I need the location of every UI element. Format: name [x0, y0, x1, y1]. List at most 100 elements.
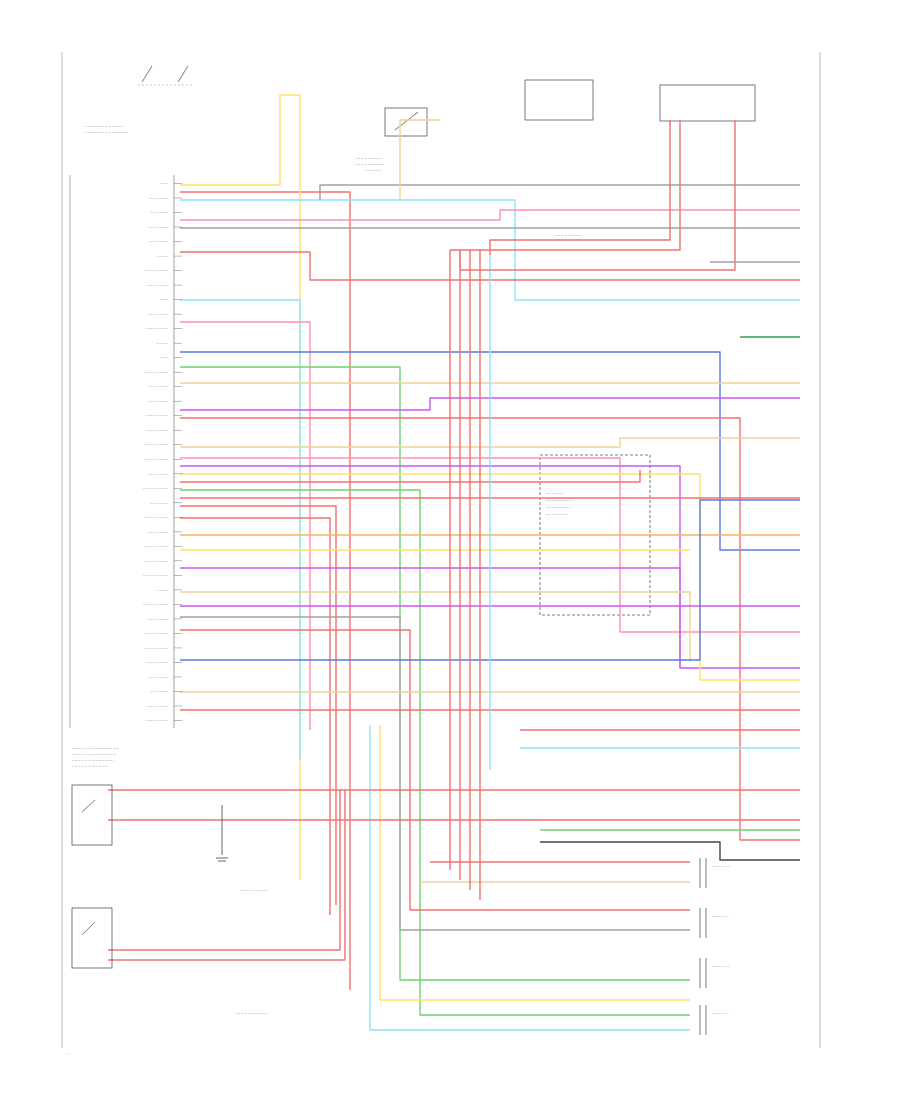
- fuse-block-top-right: [524, 79, 756, 122]
- sensor-caption: ·············: [712, 864, 730, 869]
- wires: [108, 94, 800, 1031]
- sensor-caption: ············: [712, 914, 729, 919]
- wire-gray-27: [180, 616, 690, 931]
- wire-red-48: [450, 120, 681, 251]
- brake-switch: [384, 107, 428, 137]
- wire-red-28: [180, 629, 690, 911]
- svg-text:·············: ·············: [546, 491, 564, 496]
- module-pin-label: ·················: [144, 558, 168, 563]
- module-pin-label: ··············: [148, 196, 168, 201]
- wire-pink-7: [180, 321, 311, 730]
- module-pin-label: ·············: [150, 500, 168, 505]
- module-pin-label: ··············: [148, 225, 168, 230]
- wire-lightblue-33: [369, 725, 690, 1031]
- module-pin-label: ·················: [144, 442, 168, 447]
- module-pin-label: ··············: [148, 674, 168, 679]
- module-pin-label: ················: [146, 660, 168, 665]
- fuse-caption: ····························: [85, 124, 124, 129]
- wire-black-55: [540, 841, 800, 861]
- module-pin-label: ················: [146, 413, 168, 418]
- valve-caption-3: ······························: [72, 758, 114, 763]
- brake-switch-caption: ····················: [355, 156, 383, 161]
- module-pin-label: ·················: [144, 645, 168, 650]
- wire-lightblue-6: [180, 299, 301, 760]
- module-pin-label: ········: [157, 254, 168, 259]
- module-pin-label: ···············: [147, 399, 168, 404]
- wire-purple-15: [180, 465, 800, 669]
- wire-red-0: [180, 191, 351, 990]
- splice-caption: ························: [235, 1011, 268, 1016]
- wheel-speed-sensor: ············: [699, 1005, 729, 1035]
- valve-caption-2: ································: [72, 752, 117, 757]
- brake-switch-caption-3: ············: [365, 168, 382, 173]
- module-pin-label: ················: [146, 326, 168, 331]
- wheel-speed-sensors: ········································…: [699, 858, 730, 1035]
- wire-pink-3: [180, 209, 800, 221]
- traction-control-label: ···················: [555, 233, 582, 238]
- module-pin-label: ··············: [148, 239, 168, 244]
- module-pin-label: ·············: [150, 689, 168, 694]
- wire-yellow-32: [379, 725, 690, 1001]
- module-pin-label: ··············: [148, 384, 168, 389]
- figure-code: · ·: [66, 1051, 70, 1056]
- left-labels: ········································…: [143, 181, 182, 723]
- wire-yellow-1: [180, 94, 301, 880]
- module-pin-label: ···············: [147, 312, 168, 317]
- valve-assembly-2: [71, 907, 113, 969]
- ground-symbol: [216, 805, 228, 862]
- wire-red-20: [180, 505, 337, 905]
- wire-blue-29: [180, 499, 800, 661]
- module-pin-label: ·················: [144, 457, 168, 462]
- module-pin-label: ··················: [143, 573, 168, 578]
- module-pin-label: ··················: [143, 486, 168, 491]
- wire-red-17: [180, 470, 641, 483]
- wire-tan-25: [180, 591, 691, 662]
- sensor-caption: ············: [712, 1011, 729, 1016]
- module-pin-label: ······: [160, 355, 168, 360]
- module-pin-label: ···············: [147, 529, 168, 534]
- svg-text:··················: ··················: [546, 505, 571, 510]
- module-pin-label: ······: [160, 297, 168, 302]
- module-pin-label: ·················: [144, 268, 168, 273]
- wheel-speed-sensor: ·············: [699, 958, 730, 988]
- wire-red-21: [180, 517, 331, 915]
- module-pin-label: ···············: [147, 616, 168, 621]
- wheel-speed-sensor: ············: [699, 908, 729, 938]
- wire-purple-24: [180, 567, 681, 668]
- module-pin-label: ················: [146, 703, 168, 708]
- wire-red-5: [180, 251, 800, 281]
- module-pin-label: ········: [157, 587, 168, 592]
- module-pin-label: ················: [146, 428, 168, 433]
- module-pin-label: ················: [146, 283, 168, 288]
- module-pin-label: ···············: [147, 471, 168, 476]
- svg-text:················: ················: [546, 512, 568, 517]
- valve-caption-4: ··························: [72, 764, 108, 769]
- ground-caption: ····················: [240, 888, 268, 893]
- module-pin-label: ·················: [144, 515, 168, 520]
- valve-caption-1: ··································: [72, 746, 119, 751]
- module-pin-label: ·············: [150, 210, 168, 215]
- wire-tan-41: [399, 119, 440, 200]
- svg-text:··················: ··················: [546, 498, 571, 503]
- fuse-caption-2: ·······························: [85, 130, 128, 135]
- module-pin-label: ·········: [155, 341, 168, 346]
- wire-red-47: [489, 120, 671, 255]
- module-pin-label: ··················: [143, 602, 168, 607]
- wire-purple-11: [180, 397, 800, 411]
- wire-red-36: [108, 790, 341, 951]
- module-pin-label: ·················: [144, 544, 168, 549]
- wire-red-49: [459, 120, 736, 271]
- module-pin-label: ·················: [144, 370, 168, 375]
- wire-green-18: [180, 489, 690, 1016]
- valve-assembly-1: [71, 784, 113, 846]
- wire-gray-40: [319, 184, 800, 200]
- module-pin-label: ················: [146, 718, 168, 723]
- module-pin-label: ·················: [144, 631, 168, 636]
- wire-red-37: [108, 790, 346, 961]
- brake-switch-caption-2: ·····················: [355, 162, 384, 167]
- wire-pink-14: [180, 457, 800, 633]
- wheel-speed-sensor: ·············: [699, 858, 730, 888]
- wire-tan-13: [180, 437, 800, 448]
- module-pin-label: ······: [160, 181, 168, 186]
